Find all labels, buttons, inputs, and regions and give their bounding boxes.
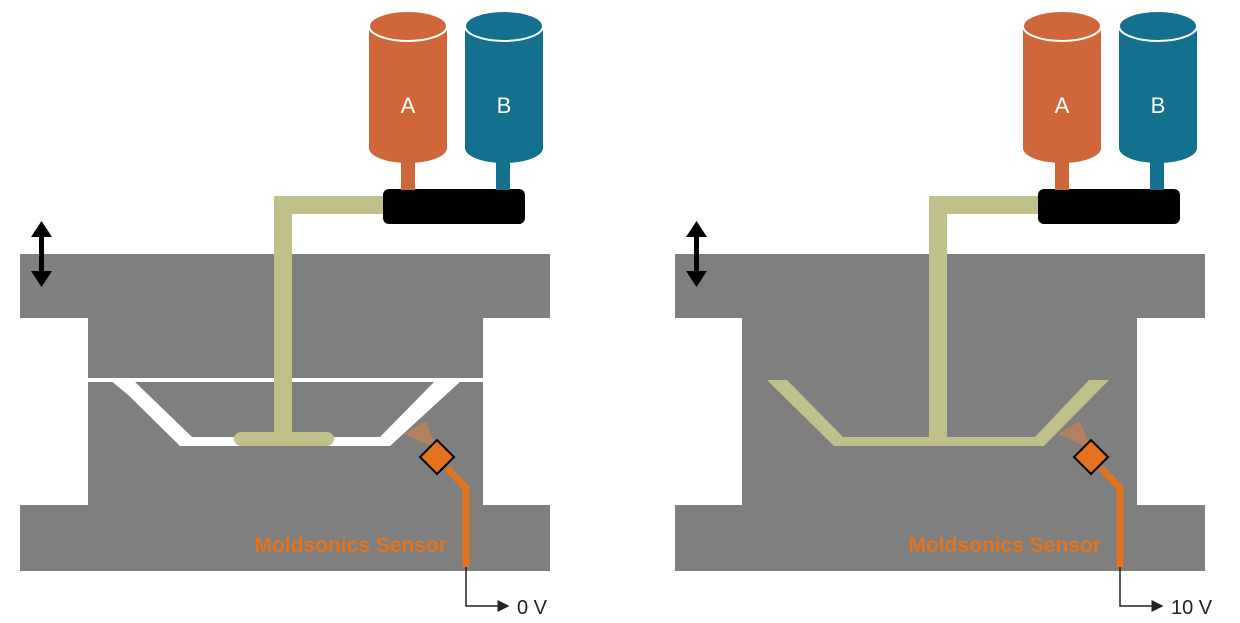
injection-pipe-horizontal (274, 196, 388, 214)
sensor-cable (444, 465, 470, 567)
sensor-cable (1098, 465, 1124, 567)
output-voltage: 10 V (1171, 597, 1213, 619)
tank-a (1022, 10, 1102, 163)
output-voltage: 0 V (517, 597, 548, 619)
clamp-double-arrow-icon (31, 221, 52, 287)
injection-pipe-vertical (274, 196, 292, 440)
sensor-icon (1072, 438, 1110, 476)
sensor-beam (1058, 421, 1091, 449)
tank-b (464, 10, 544, 163)
injection-pipe-vertical (929, 196, 947, 440)
tank-a-label: A (401, 93, 416, 118)
mixer-head (383, 189, 525, 224)
mixer-head (1038, 189, 1180, 224)
sensor-icon (418, 438, 456, 476)
sensor-label: Moldsonics Sensor (908, 534, 1101, 557)
output-arrow (1119, 567, 1164, 612)
tank-a (368, 10, 448, 163)
tank-a-feed (401, 160, 415, 190)
tank-a-feed (1055, 160, 1069, 190)
tank-b-label: B (1151, 93, 1166, 118)
tank-a-label: A (1055, 93, 1070, 118)
output-arrow (465, 567, 510, 612)
tank-b (1118, 10, 1198, 163)
mold-bottom-plate (20, 505, 550, 571)
sensor-beam (404, 421, 437, 449)
tank-b-label: B (497, 93, 512, 118)
tank-b-feed (496, 160, 510, 190)
sensor-label: Moldsonics Sensor (254, 534, 447, 557)
injection-pipe-horizontal (929, 196, 1043, 214)
tank-b-feed (1150, 160, 1164, 190)
clamp-double-arrow-icon (686, 221, 707, 287)
right-panel: A B Moldsonics Sensor 10 V (675, 10, 1213, 619)
left-panel: A B Moldsonics Sensor 0 V (20, 10, 550, 619)
